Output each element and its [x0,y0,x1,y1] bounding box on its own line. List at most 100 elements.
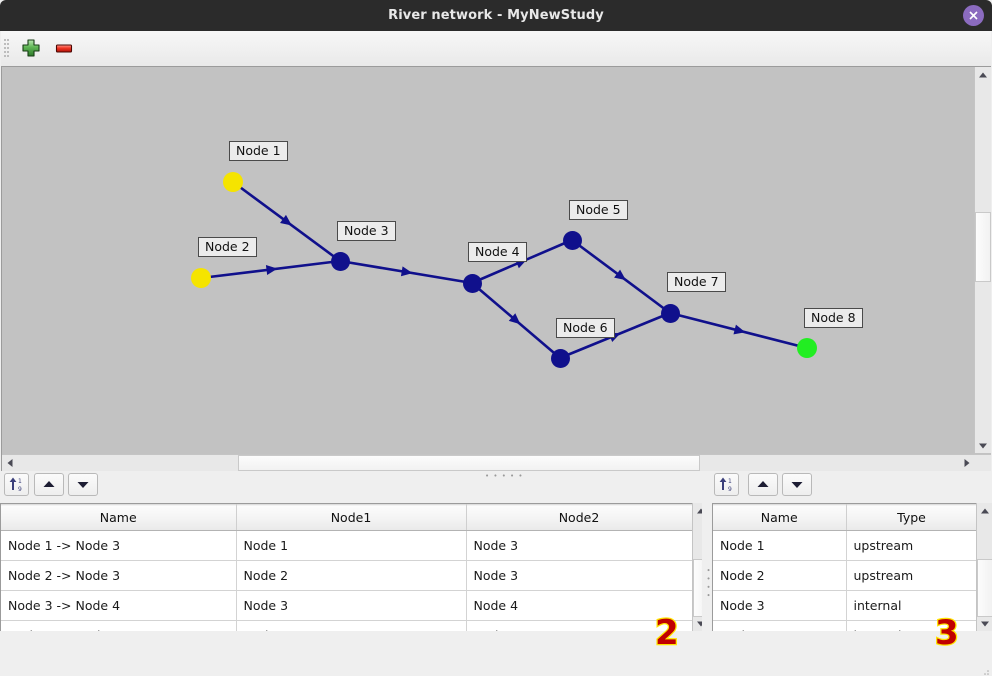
graph-node-label[interactable]: Node 2 [198,237,257,257]
table-cell[interactable]: Node 1 [236,530,467,561]
toolbar-grip[interactable] [4,39,9,59]
graph-node-node-8[interactable] [797,338,817,358]
nodes-sort-button[interactable]: 1 9 [714,473,739,496]
nodes-vertical-scrollbar[interactable] [976,503,992,631]
graph-node-label[interactable]: Node 1 [229,141,288,161]
column-header[interactable]: Node2 [466,504,692,531]
column-header[interactable]: Name [713,504,847,531]
graph-node-node-4[interactable] [462,273,482,293]
graph-edge-arrow [265,265,278,275]
table-cell[interactable]: upstream [846,530,976,561]
table-cell[interactable]: Node 2 [713,560,847,591]
table-cell[interactable]: Node 1 -> Node 3 [1,530,237,561]
svg-text:9: 9 [728,486,732,493]
network-graph[interactable]: Node 1 Node 2 Node 3 Node 4 Node 5 Node 6 Node… [2,67,964,453]
graph-node-node-3[interactable] [330,251,350,271]
canvas-vertical-scroll-thumb[interactable] [975,212,991,282]
table-cell[interactable]: Node 3 [466,560,692,591]
graph-node-label[interactable]: Node 5 [569,200,628,220]
svg-text:9: 9 [18,486,22,493]
column-header[interactable]: Node1 [236,504,467,531]
nodes-scroll-up-arrow[interactable] [977,503,992,518]
table-cell[interactable]: internal [846,620,976,631]
graph-node-node-1[interactable] [223,172,243,192]
column-header[interactable]: Type [846,504,976,531]
reaches-scroll-down-arrow[interactable] [693,616,708,631]
canvas-scroll-left-arrow[interactable] [2,455,17,470]
reaches-move-down-button[interactable] [68,473,98,496]
table-cell[interactable]: Node 1 [713,530,847,561]
graph-edge-arrow [614,269,626,281]
window-title: River network - MyNewStudy [388,8,604,23]
callout-marker-3: 3 [934,612,960,655]
table-row[interactable]: Node 4internal [713,620,976,631]
network-canvas-area[interactable]: Node 1 Node 2 Node 3 Node 4 Node 5 Node 6 Node… [1,66,991,471]
table-cell[interactable]: Node 3 [236,590,467,621]
table-cell[interactable]: Node 5 [466,620,692,631]
graph-node-node-6[interactable] [550,348,570,368]
reaches-move-up-button[interactable] [34,473,64,496]
graph-node-label[interactable]: Node 6 [556,318,615,338]
reaches-toolbar: 1 9 [0,470,710,500]
table-cell[interactable]: Node 3 [466,530,692,561]
column-header[interactable]: Name [1,504,237,531]
svg-text:1: 1 [728,478,732,485]
canvas-horizontal-scroll-thumb[interactable] [238,455,700,471]
graph-node-label[interactable]: Node 8 [804,308,863,328]
graph-node-node-2[interactable] [191,268,211,288]
canvas-horizontal-scrollbar[interactable] [2,454,991,471]
add-node-icon[interactable] [20,37,42,59]
reaches-sort-button[interactable]: 1 9 [4,473,29,496]
table-cell[interactable]: Node 2 -> Node 3 [1,560,237,591]
canvas-vertical-scrollbar[interactable] [974,67,991,453]
table-cell[interactable]: Node 3 [713,590,847,621]
table-cell[interactable]: Node 4 [236,620,467,631]
table-cell[interactable]: upstream [846,560,976,591]
remove-node-icon[interactable] [53,37,75,59]
vertical-splitter[interactable]: • • • • [702,480,712,676]
table-cell[interactable]: Node 4 [713,620,847,631]
table-cell[interactable]: Node 4 -> Node 5 [1,620,237,631]
canvas-scroll-right-arrow[interactable] [959,455,974,470]
graph-node-node-7[interactable] [660,303,680,323]
window-resize-grip[interactable] [980,664,990,675]
table-cell[interactable]: Node 2 [236,560,467,591]
nodes-vertical-scroll-thumb[interactable] [977,559,992,617]
graph-edges [200,180,808,360]
nodes-move-up-button[interactable] [748,473,778,496]
horizontal-splitter[interactable]: • • • • • [1,471,991,480]
canvas-scroll-up-arrow[interactable] [975,67,990,82]
reaches-scroll-up-arrow[interactable] [693,503,708,518]
graph-node-label[interactable]: Node 7 [667,272,726,292]
graph-node-label[interactable]: Node 3 [337,221,396,241]
graph-node-node-5[interactable] [562,230,582,250]
graph-edge-arrow [400,266,413,277]
table-cell[interactable]: Node 3 -> Node 4 [1,590,237,621]
graph-edge-arrow [280,214,292,226]
table-cell[interactable]: internal [846,590,976,621]
graph-edge-arrow [733,324,746,335]
nodes-move-down-button[interactable] [782,473,812,496]
svg-text:1: 1 [18,478,22,485]
graph-node-label[interactable]: Node 4 [468,242,527,262]
table-cell[interactable]: Node 4 [466,590,692,621]
canvas-scroll-down-arrow[interactable] [975,438,990,453]
close-icon[interactable] [963,5,984,26]
nodes-scroll-down-arrow[interactable] [977,616,992,631]
nodes-toolbar: 1 9 [710,470,992,500]
title-bar: River network - MyNewStudy [0,0,992,31]
